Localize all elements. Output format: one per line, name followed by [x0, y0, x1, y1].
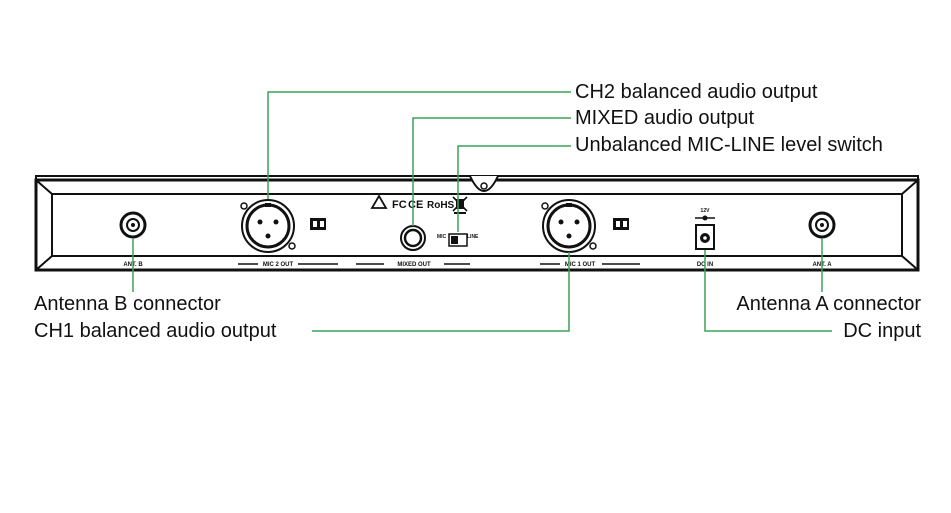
ce-mark: CE: [408, 199, 423, 211]
voltage-label: 12V: [701, 208, 711, 214]
panel-inner-bezel: [35, 179, 919, 271]
dc-in-jack-icon: [695, 224, 715, 250]
mic1-xlr-connector-icon: [541, 199, 597, 253]
callout-mixed-output: MIXED audio output: [575, 107, 754, 129]
antenna-b-connector-icon: [119, 211, 147, 239]
mixed-out-jack-icon: [400, 225, 426, 251]
mic1-out-panel-label: MIC 1 OUT: [565, 262, 596, 268]
leader-ch2-output: [267, 91, 571, 199]
recycle-triangle-icon: [370, 194, 388, 209]
fc-mark: FC: [392, 199, 407, 211]
callout-ch1-output: CH1 balanced audio output: [34, 320, 277, 342]
leader-lines: [132, 91, 832, 332]
leader-mic-line-switch: [457, 145, 571, 232]
screw-hole: [480, 182, 488, 190]
callout-antenna-a: Antenna A connector: [736, 293, 921, 315]
rear-panel: [34, 175, 920, 272]
leader-dc-input: [704, 250, 832, 332]
leader-mixed-output: [412, 117, 571, 226]
mic1-polarity-icon: [613, 218, 629, 230]
callout-antenna-b: Antenna B connector: [34, 293, 221, 315]
callout-mic-line-switch: Unbalanced MIC-LINE level switch: [575, 134, 883, 156]
rohs-mark: RoHS: [427, 200, 455, 211]
callout-dc-input: DC input: [843, 320, 921, 342]
leader-ch1-output: [312, 252, 570, 332]
certification-marks: FC CE RoHS: [370, 194, 468, 214]
callout-ch2-output: CH2 balanced audio output: [575, 81, 818, 103]
weee-bin-icon: [452, 196, 468, 214]
mic2-polarity-icon: [310, 218, 326, 230]
dc-polarity-icon: [695, 215, 715, 221]
mic2-out-panel-label: MIC 2 OUT: [263, 262, 294, 268]
switch-line-label: LINE: [467, 234, 479, 240]
mixed-out-panel-label: MIXED OUT: [397, 262, 431, 268]
switch-mic-label: MIC: [437, 234, 447, 240]
mic-line-switch-icon: [448, 233, 468, 247]
mic2-xlr-connector-icon: [240, 199, 296, 253]
antenna-a-connector-icon: [808, 211, 836, 239]
